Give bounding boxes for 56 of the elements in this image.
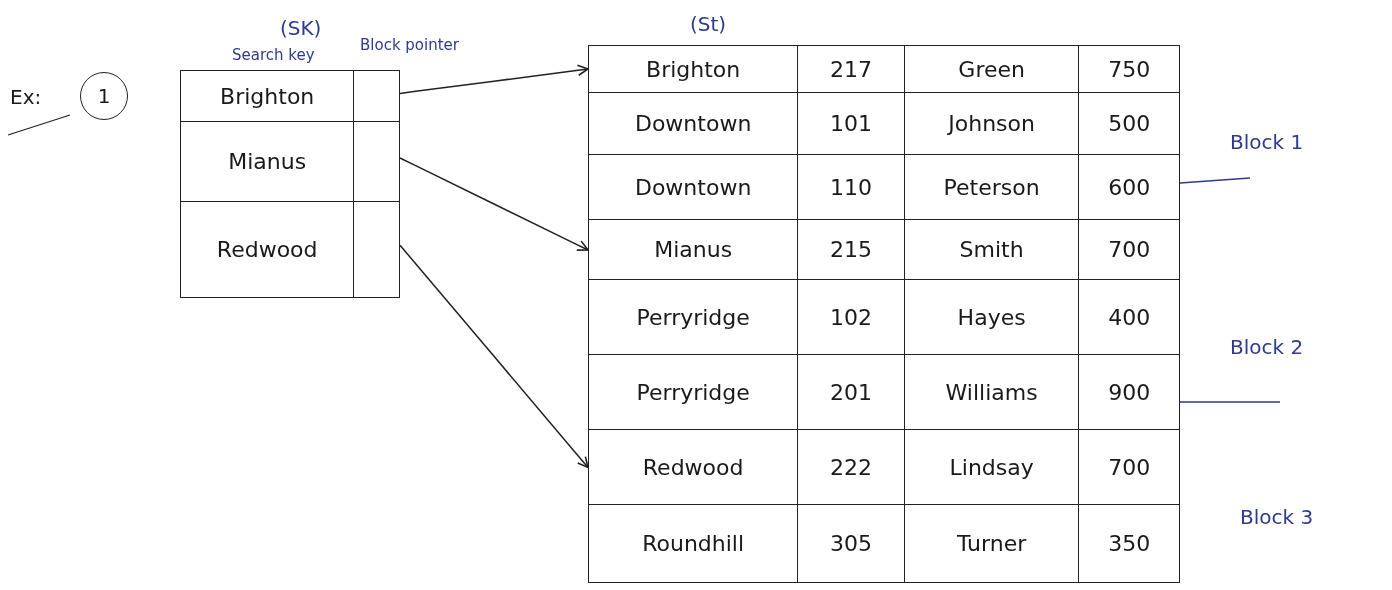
field-value: 201 [830,379,873,405]
record-row [588,45,1180,93]
field-value: 500 [1108,111,1151,136]
search-key-text: Downtown [634,174,752,200]
field-value: Smith [959,237,1024,262]
search-key-text: Brighton [220,83,315,109]
field-value: 700 [1108,454,1151,480]
field-value: 600 [1108,174,1151,200]
pointer-arrow [399,64,589,95]
search-key-text: Brighton [646,56,741,82]
index-entry-row [180,202,400,298]
index-entry-row [180,122,400,202]
field-value: 400 [1108,304,1151,330]
column-heading: Block pointer [360,36,459,54]
block-label: Block 3 [1240,505,1314,529]
field-value: 217 [830,56,873,82]
record-row [588,220,1180,280]
field-value: Lindsay [949,454,1034,480]
field-value: 110 [830,174,873,200]
field-value: Johnson [948,111,1035,136]
record-row [588,430,1180,505]
index-entry-row [180,70,400,122]
search-key-text: Redwood [216,237,318,262]
search-key-text: Downtown [634,111,752,136]
search-key-text: Roundhill [642,531,745,556]
field-value: 750 [1108,56,1151,82]
pointer-arrow [399,244,589,469]
annotation-text: (St) [690,12,727,36]
record-row [588,505,1180,583]
field-value: 222 [830,454,873,480]
field-value: Peterson [943,174,1040,200]
example-label: Ex: [10,85,42,109]
search-key-text: Perryridge [636,304,750,330]
search-key-text: Mianus [228,149,307,174]
field-value: 215 [830,237,873,262]
search-key-text: Redwood [642,454,744,480]
field-value: Hayes [957,304,1026,330]
field-value: Williams [945,379,1038,405]
record-row [588,155,1180,220]
field-value: 900 [1108,379,1151,405]
record-row [588,355,1180,430]
block-label: Block 1 [1230,130,1304,154]
record-row [588,93,1180,155]
field-value: 101 [830,111,873,136]
field-value: 305 [830,531,873,556]
search-key-text: Mianus [654,237,733,262]
annotation-text: (SK) [280,16,322,40]
field-value: 700 [1108,237,1151,262]
field-value: Green [958,56,1025,82]
record-row [588,280,1180,355]
pointer-arrow [399,157,589,251]
block-label: Block 2 [1230,335,1304,359]
search-key-text: Perryridge [636,379,750,405]
field-value: 350 [1108,531,1151,556]
field-value: Turner [957,531,1027,556]
field-value: 102 [830,304,873,330]
